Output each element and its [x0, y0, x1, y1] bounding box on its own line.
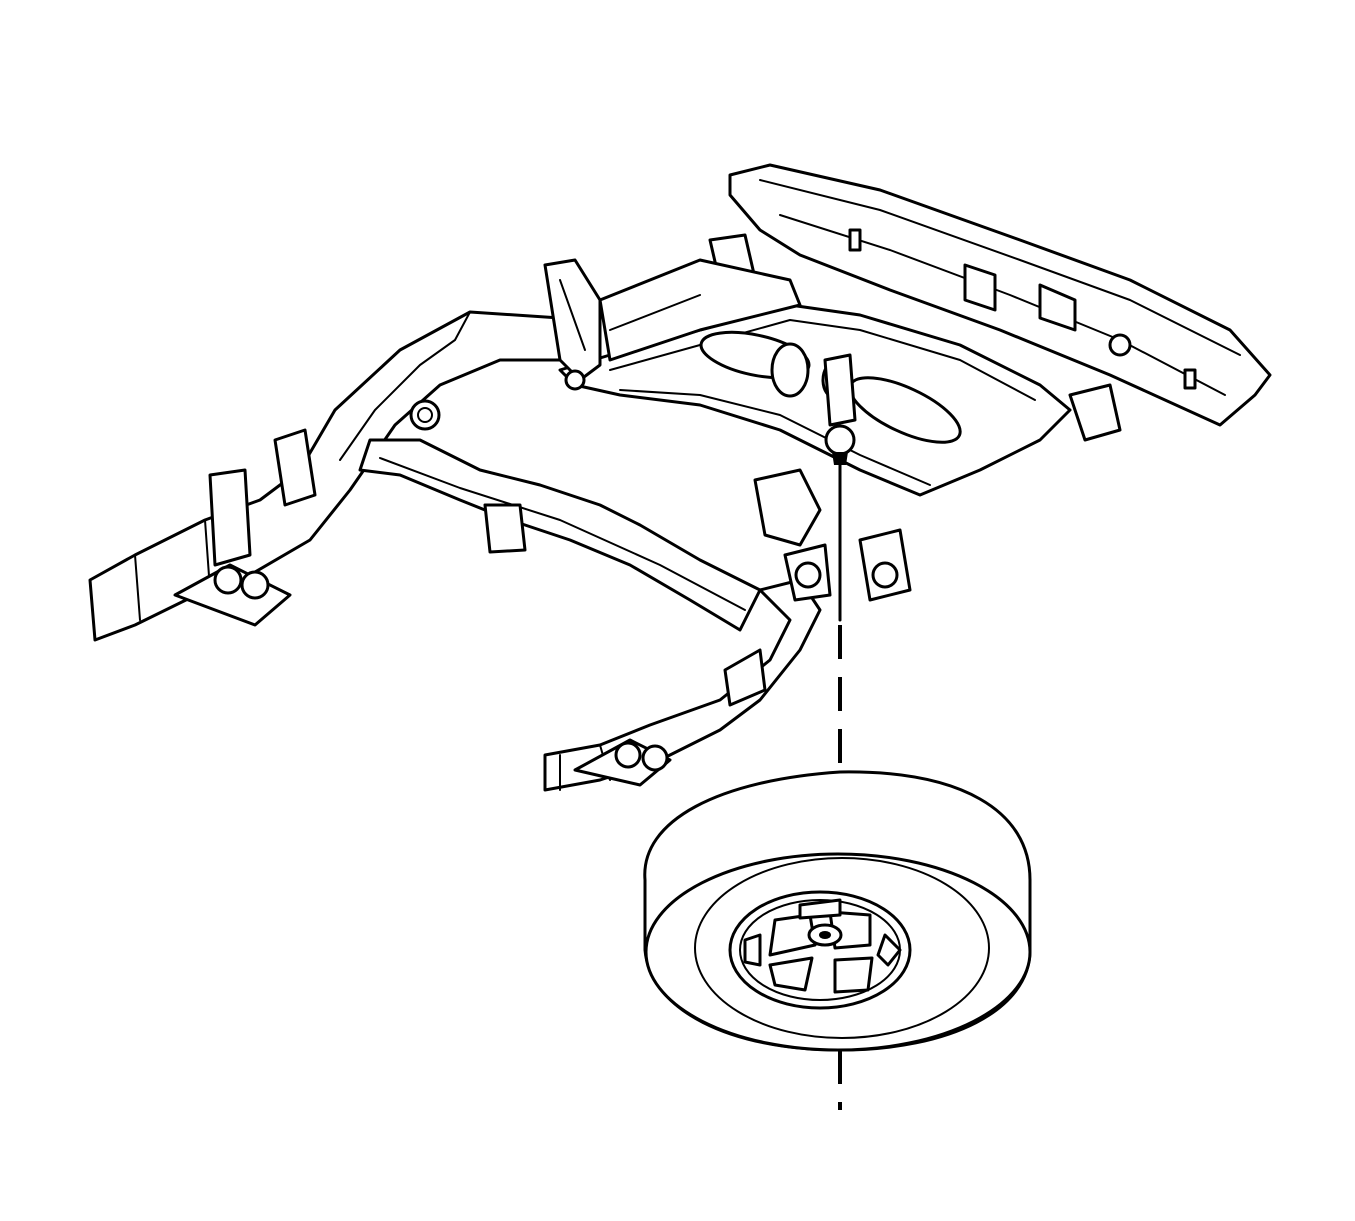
vehicle-frame — [88, 163, 1272, 792]
spare-tire-hoist — [823, 353, 857, 497]
front-left-body-mount — [208, 468, 252, 567]
rear-bumper — [728, 163, 1272, 427]
right-frame-rail — [543, 578, 822, 792]
left-rail-body-mount — [273, 428, 317, 507]
inner-crossmember — [358, 438, 762, 632]
spare-tire — [643, 770, 1032, 1052]
rear-left-bracket — [543, 258, 602, 382]
